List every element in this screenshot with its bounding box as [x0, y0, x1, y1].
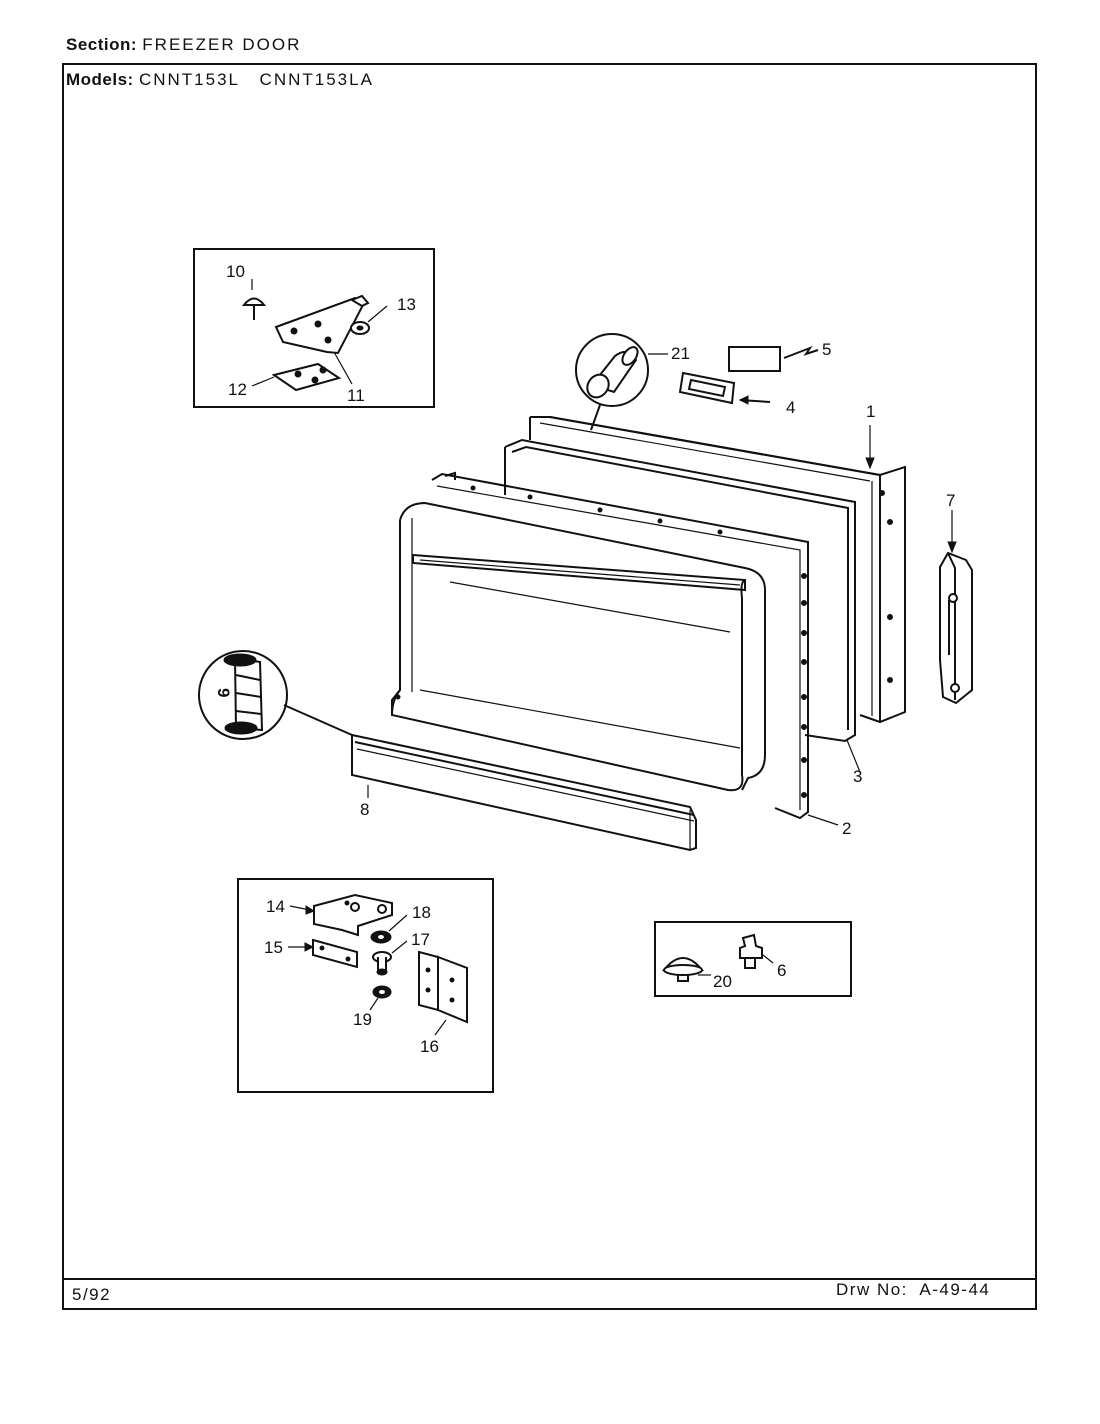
washer-part-13 [350, 321, 370, 335]
callout-21: 21 [671, 344, 690, 363]
frame-part-4 [678, 371, 736, 405]
detail-bubble-9 [198, 650, 353, 740]
plug-inset-box [654, 921, 852, 997]
callout-13: 13 [397, 295, 416, 314]
callout-5: 5 [822, 340, 831, 359]
washer-part-18 [370, 930, 392, 944]
models-label: Models: [66, 70, 134, 89]
handle-part-7 [939, 551, 973, 705]
section-label: Section: [66, 35, 138, 54]
callout-8: 8 [360, 800, 369, 819]
callout-2: 2 [842, 819, 851, 838]
callout-10: 10 [226, 262, 245, 281]
footer-date: 5/92 [72, 1285, 112, 1304]
callout-9: 9 [214, 688, 233, 697]
section-value: FREEZER DOOR [142, 35, 302, 54]
clip-part-6 [739, 933, 763, 969]
callout-3: 3 [853, 767, 862, 786]
models-value: CNNT153L CNNT153LA [138, 70, 374, 89]
callout-11: 11 [347, 386, 365, 405]
callout-1: 1 [866, 402, 875, 421]
hinge-part-14 [313, 893, 393, 937]
hinge-part-11 [274, 294, 370, 355]
pin-part-17 [372, 951, 392, 976]
callout-7: 7 [946, 491, 955, 510]
washer-part-19 [372, 985, 392, 999]
gasket-part-3 [504, 438, 856, 743]
outer-door-panel-part-1 [529, 416, 906, 724]
diagram-frame [62, 63, 1037, 1310]
callout-20: 20 [713, 972, 732, 991]
callout-14: 14 [266, 897, 285, 916]
models-title: Models: CNNT153L CNNT153LA [66, 70, 374, 90]
callout-16: 16 [420, 1037, 439, 1056]
callout-18: 18 [412, 903, 431, 922]
callout-17: 17 [411, 930, 430, 949]
callout-6: 6 [777, 961, 786, 980]
screw-part-10 [241, 297, 267, 320]
callout-19: 19 [353, 1010, 372, 1029]
footer-divider [62, 1278, 1037, 1280]
shim-part-15 [312, 938, 358, 969]
label-part-5 [728, 346, 781, 372]
bracket-part-16 [418, 950, 468, 1024]
footer-drawing-number: Drw No: A-49-44 [836, 1280, 991, 1299]
door-shelf-liner [390, 501, 766, 792]
detail-bubble-21 [575, 333, 649, 431]
callout-12: 12 [228, 380, 247, 399]
lower-hinge-inset-box [237, 878, 494, 1093]
callout-15: 15 [264, 938, 283, 957]
plug-part-20 [661, 957, 705, 982]
callout-4: 4 [786, 398, 795, 417]
shelf-bar-part-8 [351, 733, 697, 852]
shim-part-12 [271, 362, 342, 392]
section-title: Section: FREEZER DOOR [66, 35, 301, 55]
inner-liner-part-2 [431, 471, 809, 820]
hinge-inset-box [193, 248, 435, 408]
